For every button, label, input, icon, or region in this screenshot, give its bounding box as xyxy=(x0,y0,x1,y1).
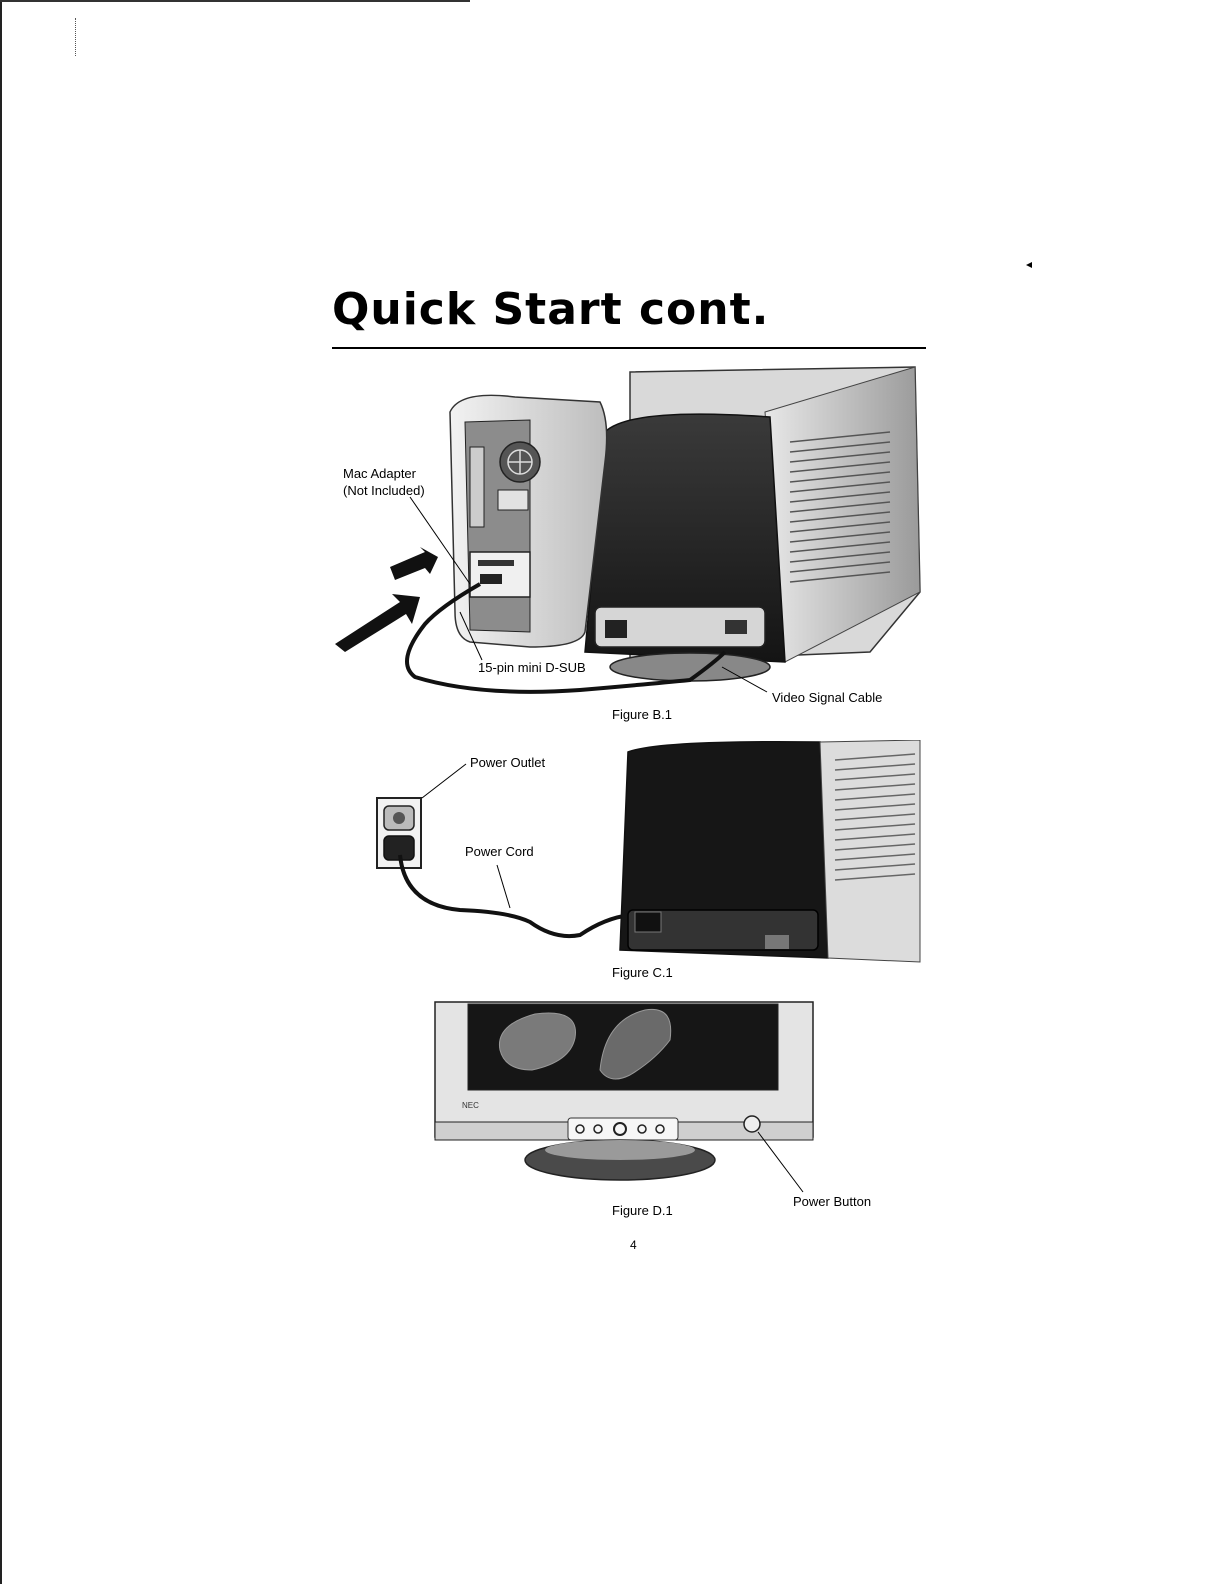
brand-logo-text: NEC xyxy=(462,1101,479,1110)
figure-c1-illustration xyxy=(370,740,930,968)
figure-b1-illustration xyxy=(330,362,930,722)
figure-c1-svg xyxy=(370,740,930,968)
video-cable-label: Video Signal Cable xyxy=(772,690,882,707)
direction-arrows xyxy=(335,547,438,652)
computer-tower xyxy=(450,395,607,647)
page-title: Quick Start cont. xyxy=(332,288,769,332)
mac-adapter-label: Mac Adapter (Not Included) xyxy=(343,466,425,500)
power-outlet-label: Power Outlet xyxy=(470,755,545,772)
title-rule xyxy=(332,347,926,349)
mac-adapter-label-line2: (Not Included) xyxy=(343,483,425,500)
figure-d1-svg: NEC xyxy=(430,1000,830,1220)
margin-mark xyxy=(1026,262,1032,268)
monitor-rear-closeup xyxy=(620,740,920,962)
figure-c1-caption: Figure C.1 xyxy=(612,965,673,980)
monitor-rear-view xyxy=(585,367,920,681)
power-cord xyxy=(400,855,630,936)
figure-d1-caption: Figure D.1 xyxy=(612,1203,673,1218)
figure-b1-caption: Figure B.1 xyxy=(612,707,672,722)
page-number: 4 xyxy=(630,1238,637,1252)
page-top-edge xyxy=(0,0,470,2)
power-button-icon xyxy=(744,1116,760,1132)
power-button-label: Power Button xyxy=(793,1194,871,1211)
mac-adapter-label-line1: Mac Adapter xyxy=(343,466,425,483)
figure-b1-svg xyxy=(330,362,930,722)
figure-d1-illustration: NEC xyxy=(430,1000,830,1220)
scan-speck xyxy=(75,18,77,56)
page-left-edge xyxy=(0,0,2,1584)
power-cord-label: Power Cord xyxy=(465,844,534,861)
monitor-front-view: NEC xyxy=(435,1002,813,1180)
connector-label: 15-pin mini D-SUB xyxy=(478,660,586,677)
